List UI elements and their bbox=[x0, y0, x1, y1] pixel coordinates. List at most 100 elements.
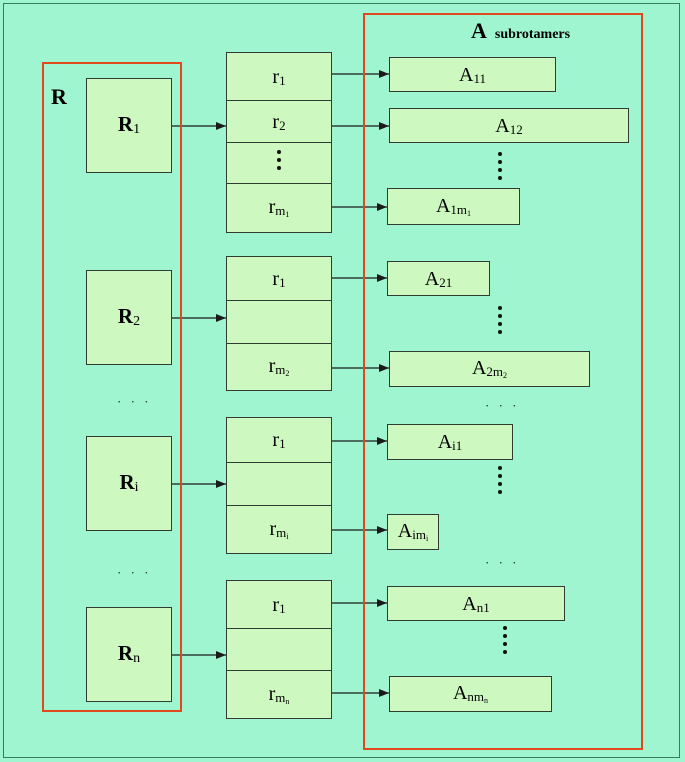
A-box-9-base: A bbox=[452, 682, 468, 704]
r-stack-1-cell-4: rm1 bbox=[226, 183, 332, 233]
r-stack-4-cell-3-subsubscript: n bbox=[285, 696, 290, 706]
A-box-5-subscript: 2m2 bbox=[486, 364, 508, 380]
r-stack-3-cell-2 bbox=[226, 462, 332, 506]
A-ellipsis-2: · · · bbox=[485, 555, 520, 570]
A-box-9-subscript: nmn bbox=[467, 689, 489, 705]
A-box-2-subscript: 12 bbox=[510, 122, 523, 137]
R2-box-subscript-text: 2 bbox=[133, 314, 141, 329]
A-box-7-subscript: imi bbox=[412, 527, 429, 543]
R2-box-base: R bbox=[117, 304, 134, 328]
A-box-1-base: A bbox=[459, 63, 474, 86]
A-box-5-subsubscript: 2 bbox=[503, 371, 508, 380]
r-stack-4-cell-2 bbox=[226, 628, 332, 671]
A-box-4: A21 bbox=[387, 261, 490, 296]
A-box-4-subscript: 21 bbox=[439, 275, 452, 290]
r-stack-4-cell-3-label: rmn bbox=[269, 684, 290, 706]
R1-box-subscript: 1 bbox=[133, 122, 140, 137]
r-stack-1-vdots bbox=[276, 150, 282, 174]
r-stack-4-cell-1-label: r1 bbox=[272, 595, 285, 615]
r-stack-4-cell-1-subscript: 1 bbox=[279, 601, 286, 616]
A-box-2-label: A12 bbox=[495, 116, 522, 136]
R1-box: R1 bbox=[86, 78, 172, 173]
A-box-1-label: A11 bbox=[459, 65, 486, 85]
r-stack-2-cell-1-subscript: 1 bbox=[279, 275, 286, 290]
R4-box-base: R bbox=[117, 641, 134, 665]
A-box-6-subscript: i1 bbox=[452, 438, 462, 453]
r-stack-1-cell-1-label: r1 bbox=[272, 67, 285, 87]
A-box-6-base: A bbox=[437, 431, 453, 453]
outer-frame bbox=[3, 3, 680, 758]
A-box-9-subsubscript: n bbox=[484, 696, 489, 705]
R1-box-subscript-text: 1 bbox=[133, 122, 141, 137]
R2-box: R2 bbox=[86, 270, 172, 365]
r-stack-2-cell-3: rm2 bbox=[226, 343, 332, 391]
R1-box-base: R bbox=[117, 112, 134, 136]
A-box-4-subscript-text: 21 bbox=[439, 274, 453, 290]
r-stack-4-cell-3-subscript: mn bbox=[275, 690, 290, 706]
A-box-9: Anmn bbox=[389, 676, 552, 712]
r-stack-1-cell-2-label: r2 bbox=[272, 112, 285, 132]
A-box-8-base: A bbox=[462, 592, 477, 615]
R2-box-label: R2 bbox=[118, 306, 140, 329]
R3-box-subscript: i bbox=[135, 480, 139, 495]
r-stack-3-cell-3-label: rmi bbox=[269, 519, 288, 541]
r-stack-3-cell-1-subscript: 1 bbox=[279, 436, 286, 451]
A-box-3-subscript: 1m1 bbox=[450, 202, 472, 218]
A-box-4-label: A21 bbox=[425, 269, 452, 289]
A-group-box bbox=[363, 13, 643, 750]
A-box-1-subscript-text: 11 bbox=[473, 70, 486, 86]
r-stack-1-cell-4-label: rm1 bbox=[269, 197, 290, 219]
r-stack-4-cell-1-base: r bbox=[272, 593, 280, 616]
A-box-6-subscript-text: i1 bbox=[452, 438, 463, 453]
A-group-subtitle: subrotamers bbox=[494, 27, 571, 42]
A-box-8: An1 bbox=[387, 586, 565, 621]
A-box-7-subsubscript: i bbox=[425, 534, 429, 543]
R-group-box bbox=[42, 62, 182, 712]
A-box-1: A11 bbox=[389, 57, 556, 92]
A-box-3-label: A1m1 bbox=[436, 196, 471, 218]
r-stack-1-cell-1: r1 bbox=[226, 52, 332, 101]
r-stack-3-cell-1-label: r1 bbox=[272, 430, 285, 450]
A-box-8-label: An1 bbox=[462, 594, 489, 614]
r-stack-3-cell-3: rmi bbox=[226, 505, 332, 554]
R-ellipsis-1: · · · bbox=[117, 394, 152, 409]
r-stack-2-cell-1-label: r1 bbox=[272, 269, 285, 289]
r-stack-1-cell-4-subscript-text: m bbox=[275, 203, 286, 218]
r-stack-3-cell-1-subscript-text: 1 bbox=[279, 436, 286, 451]
A-vdots-1 bbox=[497, 152, 503, 184]
R4-box-subscript-text: n bbox=[133, 651, 141, 666]
r-stack-2-cell-1: r1 bbox=[226, 256, 332, 301]
r-stack-1-cell-2-subscript: 2 bbox=[279, 118, 286, 133]
r-stack-1-cell-2: r2 bbox=[226, 100, 332, 143]
r-stack-1-cell-1-subscript: 1 bbox=[279, 73, 286, 88]
r-stack-1-cell-4-subsubscript: 1 bbox=[285, 210, 290, 219]
R3-box-base: R bbox=[119, 470, 135, 494]
R4-box-subscript: n bbox=[133, 651, 140, 666]
R4-box: Rn bbox=[86, 607, 172, 702]
A-box-9-subscript-text: nm bbox=[467, 689, 485, 704]
r-stack-2-cell-2 bbox=[226, 300, 332, 344]
A-box-5-label: A2m2 bbox=[472, 358, 507, 380]
A-box-5: A2m2 bbox=[389, 351, 590, 387]
r-stack-2-cell-1-subscript-text: 1 bbox=[279, 274, 286, 290]
R1-box-label: R1 bbox=[118, 114, 140, 137]
r-stack-3-cell-3-subscript: mi bbox=[276, 525, 289, 541]
R3-box-subscript-text: i bbox=[134, 480, 139, 495]
A-box-5-base: A bbox=[471, 357, 487, 379]
r-stack-1-cell-1-subscript-text: 1 bbox=[279, 72, 286, 88]
A-box-4-base: A bbox=[424, 267, 440, 290]
r-stack-1-cell-2-subscript-text: 2 bbox=[279, 117, 286, 133]
r-stack-3-cell-1: r1 bbox=[226, 417, 332, 463]
R2-box-subscript: 2 bbox=[133, 314, 140, 329]
r-stack-1-cell-1-base: r bbox=[272, 65, 280, 88]
A-box-5-subscript-text: 2m bbox=[486, 364, 504, 379]
r-stack-3-cell-3-subsubscript: i bbox=[286, 531, 289, 541]
A-box-3-subsubscript: 1 bbox=[467, 208, 472, 218]
R-ellipsis-2: · · · bbox=[117, 565, 152, 580]
A-box-7-label: Aimi bbox=[398, 521, 428, 543]
A-group-title-letter: A bbox=[471, 18, 487, 43]
r-stack-2-cell-3-subscript-text: m bbox=[275, 362, 286, 377]
A-box-2: A12 bbox=[389, 108, 629, 143]
